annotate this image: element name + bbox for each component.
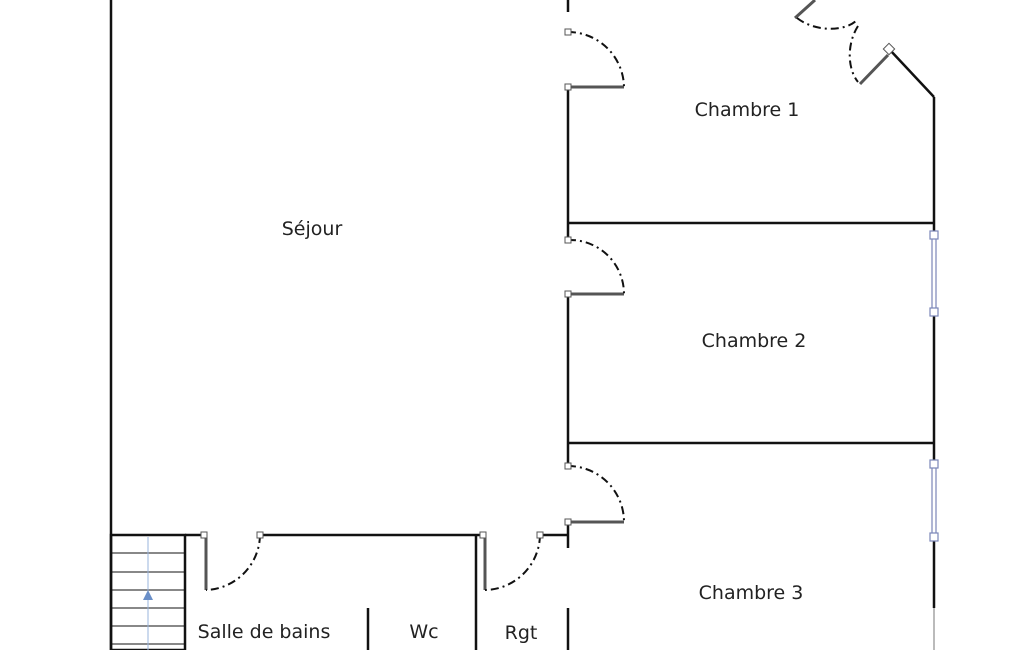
door-rgt [479,531,544,591]
stair-arrow-icon [143,590,153,600]
room-label-rgt: Rgt [504,622,538,644]
doors [200,0,896,591]
windows [929,230,939,542]
room-label-chambre-2: Chambre 2 [701,330,807,352]
walls [109,0,936,650]
staircase [109,533,187,650]
door-chambre-3 [564,462,625,526]
door-salle-de-bains [200,531,264,591]
room-label-salle-de-bains: Salle de bains [197,621,331,643]
door-chambre-1 [564,28,625,91]
room-label-wc: Wc [409,621,439,643]
room-label-chambre-3: Chambre 3 [698,582,804,604]
door-chambre-2 [564,236,625,298]
room-label-sejour: Séjour [281,218,343,240]
room-label-chambre-1: Chambre 1 [694,99,800,121]
double-door-top-right [793,0,896,86]
